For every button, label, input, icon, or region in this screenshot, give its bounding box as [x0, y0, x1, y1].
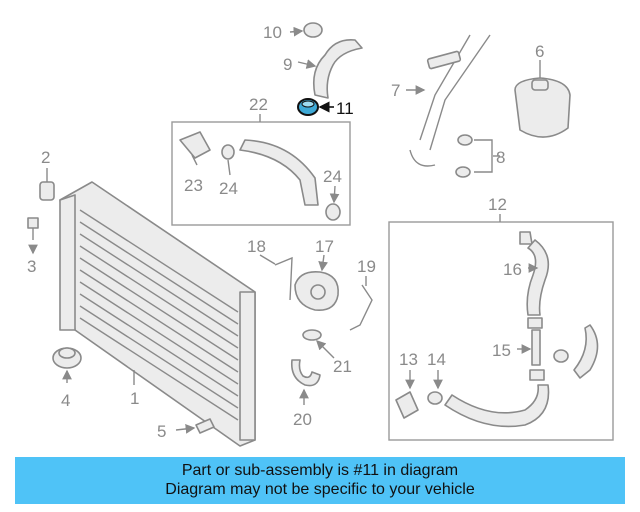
hose-clamp-11-highlighted[interactable] [297, 98, 319, 116]
parts-diagram: 1 2 3 4 5 6 7 8 9 10 11 12 13 14 15 16 1… [27, 22, 614, 447]
callout-16: 16 [503, 260, 522, 279]
callout-24-a: 24 [219, 179, 238, 198]
bracket-19[interactable] [349, 284, 373, 331]
callout-7: 7 [391, 81, 400, 100]
mount-bracket[interactable] [39, 181, 55, 201]
bolt-3[interactable] [27, 217, 39, 240]
upper-hose[interactable] [312, 38, 363, 99]
callout-22: 22 [249, 95, 268, 114]
seal-21[interactable] [302, 329, 322, 341]
expansion-tank[interactable] [514, 70, 571, 138]
banner-line-2: Diagram may not be specific to your vehi… [165, 481, 475, 498]
subassembly-box-12 [388, 221, 614, 441]
rubber-mount[interactable] [52, 347, 82, 369]
bracket-18[interactable] [274, 256, 293, 301]
coolant-hoses-assembly[interactable] [395, 231, 599, 428]
hose-20[interactable] [290, 359, 321, 387]
callout-15: 15 [492, 341, 511, 360]
callout-24-b: 24 [323, 167, 342, 186]
callout-23: 23 [184, 176, 203, 195]
callout-20: 20 [293, 410, 312, 429]
thermostat-housing-assembly[interactable] [179, 131, 341, 221]
callout-12: 12 [488, 195, 507, 214]
banner-line-1: Part or sub-assembly is #11 in diagram [181, 462, 459, 479]
radiator[interactable] [59, 181, 256, 447]
callout-3: 3 [27, 257, 36, 276]
callout-21: 21 [333, 357, 352, 376]
callout-8: 8 [496, 148, 505, 167]
callout-18: 18 [247, 237, 266, 256]
water-pump[interactable] [294, 270, 339, 312]
coolant-pipe-assembly[interactable] [409, 34, 491, 167]
callout-13: 13 [399, 350, 418, 369]
hose-clamps-8[interactable] [455, 134, 493, 178]
hose-clamp-10[interactable] [303, 22, 323, 38]
leader-lines [28, 26, 541, 434]
callout-11: 11 [336, 99, 354, 118]
callout-5: 5 [157, 422, 166, 441]
subassembly-box-22 [171, 121, 351, 226]
callout-9: 9 [283, 55, 292, 74]
callout-17: 17 [315, 237, 334, 256]
bolt-5[interactable] [195, 418, 215, 434]
callout-6: 6 [535, 42, 544, 61]
callout-2: 2 [41, 148, 50, 167]
info-banner: Part or sub-assembly is #11 in diagram D… [15, 457, 625, 504]
callout-4: 4 [61, 391, 70, 410]
callout-1: 1 [130, 389, 139, 408]
callout-14: 14 [427, 350, 446, 369]
callout-10: 10 [263, 23, 282, 42]
callout-19: 19 [357, 257, 376, 276]
